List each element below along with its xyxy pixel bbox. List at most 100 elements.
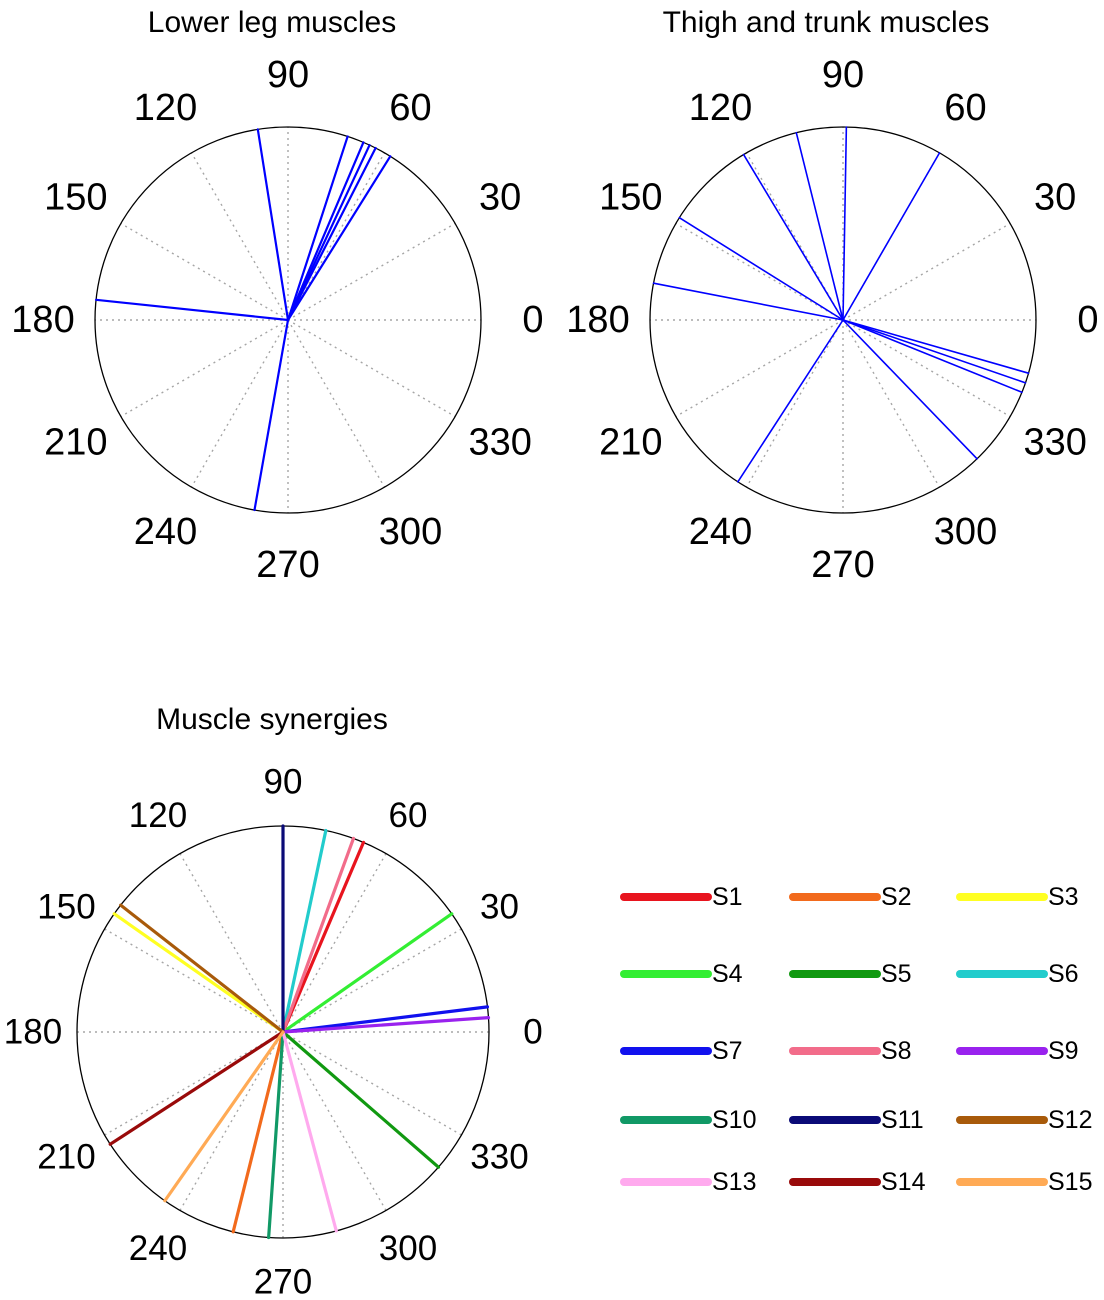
angle-tick-label: 270: [254, 1263, 312, 1300]
grid-spoke: [287, 152, 386, 321]
series-line-s7: [281, 1005, 490, 1034]
angle-tick-label: 30: [479, 177, 521, 219]
direction-line: [842, 319, 1027, 384]
grid-spoke: [287, 319, 456, 418]
grid-spoke: [282, 1031, 462, 1136]
outer-circle: [649, 126, 1037, 514]
legend-label-s3: S3: [1048, 883, 1079, 911]
angle-tick-label: 330: [468, 422, 531, 464]
direction-line: [742, 153, 844, 321]
direction-line: [842, 319, 1030, 374]
series-line-s3: [112, 912, 285, 1034]
legend-label-s5: S5: [881, 960, 912, 988]
angle-tick-label: 120: [129, 796, 187, 835]
angle-tick-label: 210: [37, 1138, 95, 1177]
legend-label-s12: S12: [1048, 1106, 1092, 1134]
angle-tick-label: 60: [389, 87, 431, 129]
angle-tick-label: 150: [599, 177, 662, 219]
direction-line: [842, 319, 1023, 394]
legend-label-s6: S6: [1048, 960, 1079, 988]
angle-tick-label: 30: [1034, 177, 1076, 219]
direction-line: [842, 126, 848, 321]
angle-tick-label: 120: [134, 87, 197, 129]
series-line-s9: [281, 1016, 491, 1034]
angle-tick-label: 210: [599, 422, 662, 464]
series-line-s5: [281, 1030, 441, 1169]
legend-label-s10: S10: [712, 1106, 756, 1134]
chart-title: Thigh and trunk muscles: [663, 6, 990, 39]
angle-tick-label: 30: [480, 888, 519, 927]
legend-label-s2: S2: [881, 883, 912, 911]
direction-line: [652, 282, 844, 321]
angle-tick-label: 210: [44, 422, 107, 464]
legend-label-s11: S11: [881, 1106, 924, 1134]
angle-tick-label: 240: [134, 511, 197, 553]
direction-line: [286, 155, 392, 322]
polar-chart-2: Thigh and trunk muscles03060901201501802…: [566, 6, 1098, 586]
grid-spoke: [120, 319, 289, 418]
legend-label-s7: S7: [712, 1037, 743, 1065]
direction-line: [678, 216, 844, 321]
legend-label-s13: S13: [712, 1168, 756, 1196]
grid-spoke: [282, 853, 387, 1033]
chart-title: Muscle synergies: [156, 703, 388, 736]
angle-tick-label: 90: [822, 54, 864, 96]
angle-tick-label: 300: [934, 511, 997, 553]
direction-line: [842, 152, 941, 321]
direction-line: [94, 298, 290, 322]
grid-spoke: [282, 1031, 387, 1211]
angle-tick-label: 120: [689, 87, 752, 129]
angle-tick-label: 90: [264, 763, 303, 802]
angle-tick-label: 90: [267, 54, 309, 96]
angle-tick-label: 300: [379, 1229, 437, 1268]
legend-label-s8: S8: [881, 1037, 912, 1065]
direction-line: [256, 128, 290, 322]
direction-line: [286, 141, 365, 322]
grid-spoke: [675, 319, 844, 418]
series-line-s14: [108, 1030, 285, 1146]
polar-chart-1: Lower leg muscles03060901201501802102402…: [11, 6, 543, 586]
angle-tick-label: 60: [389, 796, 428, 835]
grid-spoke: [282, 928, 462, 1033]
series-line-s1: [281, 840, 366, 1034]
polar-chart-3: Muscle synergies030609012015018021024027…: [4, 703, 1093, 1300]
direction-line: [842, 319, 978, 460]
legend-label-s4: S4: [712, 960, 743, 988]
direction-line: [286, 135, 349, 322]
legend-label-s15: S15: [1048, 1168, 1092, 1196]
angle-tick-label: 300: [379, 511, 442, 553]
grid-spoke: [104, 1031, 284, 1136]
grid-spoke: [842, 319, 941, 488]
direction-line: [286, 146, 377, 322]
series-line-s10: [267, 1030, 285, 1240]
angle-tick-label: 270: [811, 544, 874, 586]
grid-spoke: [745, 319, 844, 488]
series-line-s4: [281, 912, 454, 1034]
series-line-s13: [281, 1030, 338, 1233]
grid-spoke: [745, 152, 844, 321]
angle-tick-label: 0: [522, 299, 543, 341]
angle-tick-label: 150: [37, 888, 95, 927]
legend-label-s14: S14: [881, 1168, 926, 1196]
grid-spoke: [190, 152, 289, 321]
legend-label-s1: S1: [712, 883, 743, 911]
grid-spoke: [842, 222, 1011, 321]
angle-tick-label: 240: [689, 511, 752, 553]
grid-spoke: [675, 222, 844, 321]
series-line-s12: [119, 903, 285, 1034]
angle-tick-label: 270: [256, 544, 319, 586]
grid-spoke: [120, 222, 289, 321]
grid-spoke: [287, 319, 386, 488]
chart-title: Lower leg muscles: [148, 6, 396, 39]
series-line-s2: [231, 1030, 285, 1234]
series-line-s6: [281, 828, 328, 1034]
angle-tick-label: 0: [523, 1013, 542, 1052]
direction-line: [286, 143, 371, 322]
direction-line: [795, 131, 844, 321]
angle-tick-label: 240: [129, 1229, 187, 1268]
direction-line: [253, 318, 290, 512]
outer-circle: [94, 126, 482, 514]
grid-spoke: [179, 853, 284, 1033]
